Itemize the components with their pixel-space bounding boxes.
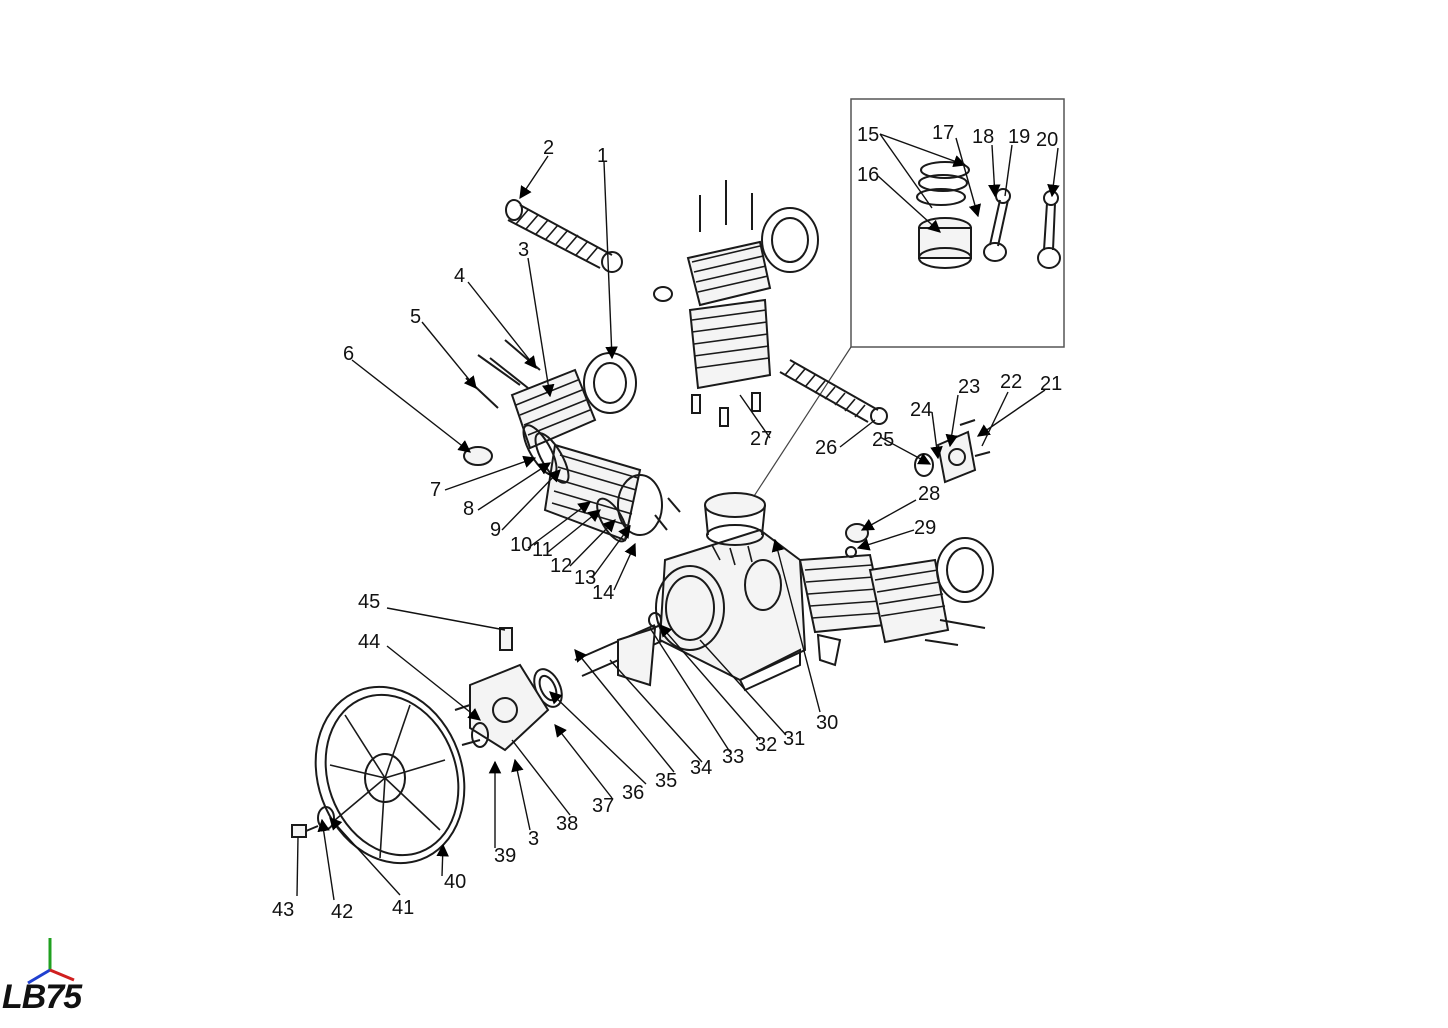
callout-17: 17 (932, 122, 954, 144)
callout-21: 21 (1040, 373, 1062, 395)
valve-cap-left (463, 446, 493, 466)
callout-1: 1 (597, 145, 608, 167)
callout-11: 11 (532, 539, 553, 561)
callout-23: 23 (958, 376, 980, 398)
callout-2: 2 (543, 137, 554, 159)
callout-5: 5 (410, 306, 421, 328)
upper-cylinder-barrel (688, 298, 772, 427)
callout-40: 40 (444, 871, 466, 893)
callout-30: 30 (816, 712, 838, 734)
callout-29: 29 (914, 517, 936, 539)
air-filter-tube-left (505, 199, 623, 273)
crankshaft (574, 612, 663, 687)
callout-13: 13 (574, 567, 596, 589)
callout-42: 42 (331, 901, 353, 923)
callout-18: 18 (972, 126, 994, 148)
callout-4: 4 (454, 265, 465, 287)
callout-6: 6 (343, 343, 354, 365)
callout-36: 36 (622, 782, 644, 804)
callout-31: 31 (783, 728, 805, 750)
inset-connector-line (744, 346, 852, 511)
callout-28: 28 (918, 483, 940, 505)
head-bolts-top (699, 180, 753, 232)
piston-inset (918, 217, 972, 269)
callout-19: 19 (1008, 126, 1030, 148)
callout-22: 22 (1000, 371, 1022, 393)
callout-45: 45 (358, 591, 380, 613)
flywheel-bolt (291, 824, 319, 838)
callout-41: 41 (392, 897, 414, 919)
callout-34: 34 (690, 757, 712, 779)
model-label: LB75 (2, 978, 82, 1016)
callout-labels: 1 2 3 4 5 6 7 8 9 10 11 12 13 14 15 16 1… (272, 122, 1062, 923)
callout-14: 14 (592, 582, 614, 604)
callout-24: 24 (910, 399, 932, 421)
upper-cylinder-head (653, 207, 819, 307)
leader-lines (296, 133, 1060, 901)
callout-7: 7 (430, 479, 441, 501)
flywheel (314, 685, 466, 865)
callout-26: 26 (815, 437, 837, 459)
piston-detail-inset (850, 98, 1065, 348)
callout-27: 27 (750, 428, 772, 450)
callout-16: 16 (857, 164, 879, 186)
connecting-rod-inset-a (983, 188, 1011, 262)
piston-top (704, 492, 766, 566)
dipstick (499, 627, 513, 651)
callout-8: 8 (463, 498, 474, 520)
callout-39: 39 (494, 845, 516, 867)
connecting-rod-inset-b (1037, 190, 1061, 269)
callout-33: 33 (722, 746, 744, 768)
callout-37: 37 (592, 795, 614, 817)
callout-44: 44 (358, 631, 380, 653)
callout-25: 25 (872, 429, 894, 451)
callout-3-lower: 3 (528, 828, 539, 850)
callout-38: 38 (556, 813, 578, 835)
callout-20: 20 (1036, 129, 1058, 151)
callout-3: 3 (518, 239, 529, 261)
axis-triad-icon (27, 938, 75, 985)
callout-32: 32 (755, 734, 777, 756)
piston-rings (916, 161, 970, 206)
callout-15: 15 (857, 124, 879, 146)
left-cylinder-barrel (543, 443, 681, 542)
crankcase (655, 528, 807, 692)
oil-seal (471, 722, 489, 748)
right-cylinder (798, 537, 994, 667)
bearing-cover (454, 663, 550, 752)
callout-9: 9 (490, 519, 501, 541)
filter-cap-left (583, 352, 637, 414)
callout-10: 10 (510, 534, 532, 556)
callout-35: 35 (655, 770, 677, 792)
callout-43: 43 (272, 899, 294, 921)
callout-12: 12 (550, 555, 572, 577)
filter-upper-right (779, 359, 888, 425)
